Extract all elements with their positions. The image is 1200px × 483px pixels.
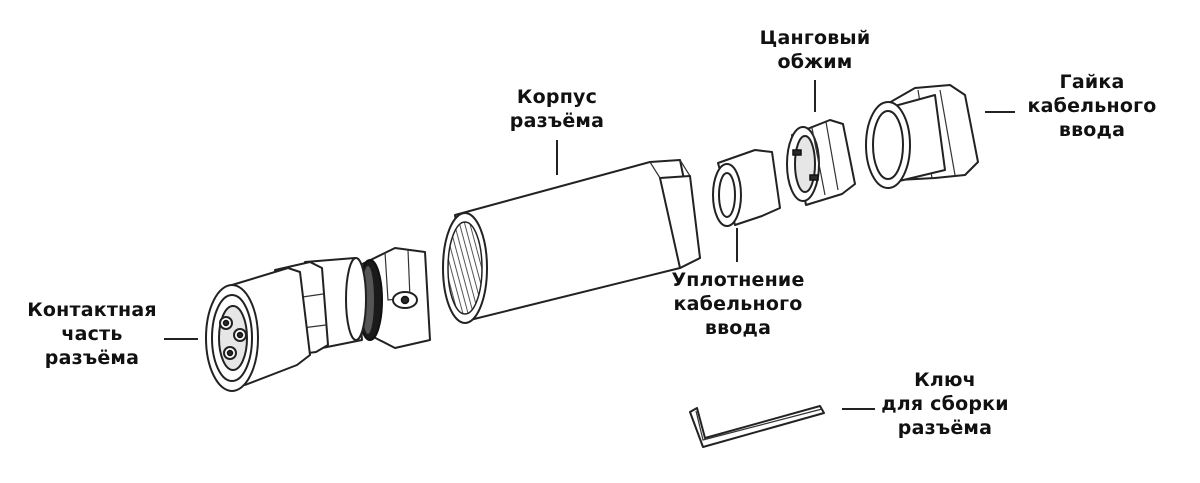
cable-seal-drawing xyxy=(712,149,781,227)
hex-key-drawing xyxy=(689,405,825,448)
label-line: Ключ xyxy=(914,369,976,391)
contact-part-drawing xyxy=(205,247,431,392)
label-line: Цанговый xyxy=(759,27,871,49)
label-contact-part: Контактная часть разъёма xyxy=(22,298,162,370)
label-line: кабельного xyxy=(1027,95,1157,117)
label-line: для сборки xyxy=(881,393,1009,415)
label-line: Контактная xyxy=(27,299,157,321)
label-seal: Уплотнение кабельного ввода xyxy=(670,268,806,340)
label-line: обжим xyxy=(777,51,853,73)
label-line: Корпус xyxy=(516,86,598,108)
label-body: Корпус разъёма xyxy=(495,85,619,133)
label-line: разъёма xyxy=(897,417,993,439)
label-collet: Цанговый обжим xyxy=(752,26,878,74)
label-line: кабельного xyxy=(673,293,803,315)
cable-nut-drawing xyxy=(865,84,979,189)
label-hex-key: Ключ для сборки разъёма xyxy=(880,368,1010,440)
label-line: Гайка xyxy=(1059,71,1125,93)
label-nut: Гайка кабельного ввода xyxy=(1018,70,1166,142)
label-line: ввода xyxy=(1058,119,1126,141)
collet-drawing xyxy=(786,119,856,206)
label-line: Уплотнение xyxy=(671,269,805,291)
label-line: разъёма xyxy=(44,347,140,369)
label-line: ввода xyxy=(704,317,772,339)
label-line: часть xyxy=(61,323,123,345)
connector-body-drawing xyxy=(442,159,701,324)
label-line: разъёма xyxy=(509,110,605,132)
